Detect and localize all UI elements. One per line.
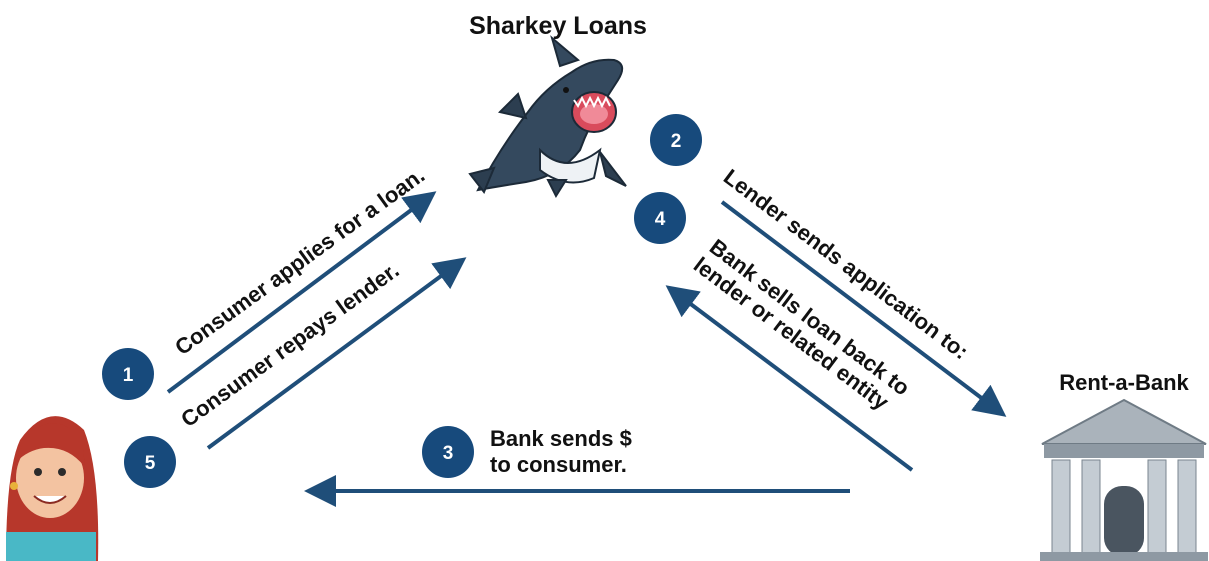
step-3-number: 3 [443,443,454,464]
step-5-number: 5 [145,453,156,474]
step-4-label-line1: Bank sells loan back to [705,234,914,400]
consumer-avatar-icon [6,416,99,561]
step-3-label-line2: to consumer. [490,452,627,477]
step-3-label-line1: Bank sends $ [490,426,632,451]
bank-building-icon [1040,398,1208,561]
arrow-step-4 [665,285,914,472]
arrow-step-2 [720,200,1007,417]
arrow-step-1 [166,191,437,394]
step-1-badge: 1 [102,348,154,400]
title: Sharkey Loans [469,12,647,40]
arrow-step-5 [206,257,467,450]
step-2-number: 2 [671,131,682,152]
bank-label: Rent-a-Bank [1059,370,1189,395]
step-4-badge: 4 [634,192,686,244]
step-3-badge: 3 [422,426,474,478]
step-2-badge: 2 [650,114,702,166]
step-5-badge: 5 [124,436,176,488]
step-4-number: 4 [655,209,666,230]
shark-icon [468,35,627,199]
step-1-number: 1 [123,365,134,386]
